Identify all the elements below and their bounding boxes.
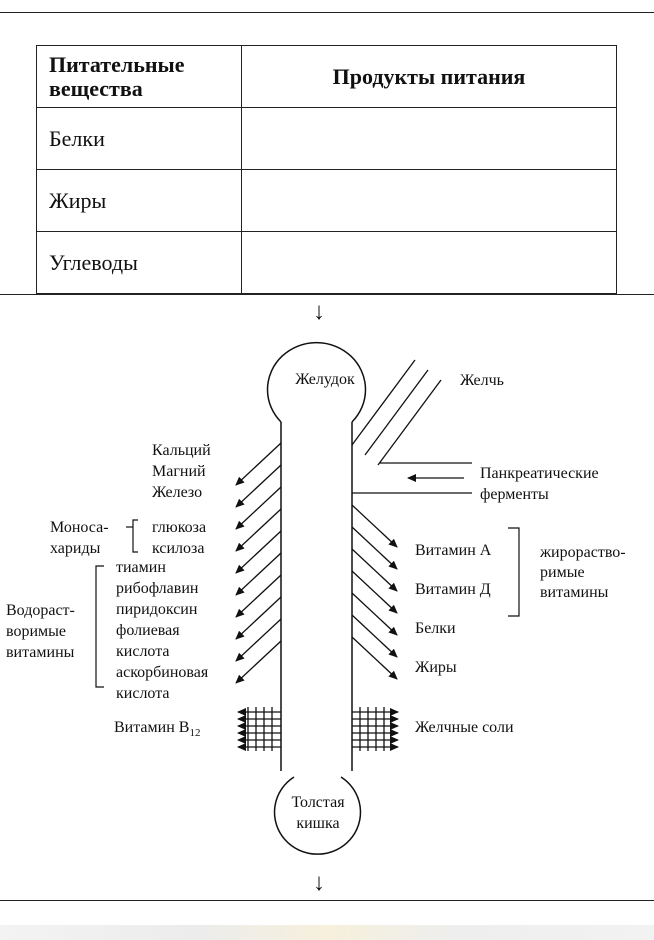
bottom-flow-arrow: ↓ xyxy=(313,870,325,896)
fats-label: Жиры xyxy=(415,659,457,676)
vitamin-b12-label: Витамин B12 xyxy=(114,719,200,739)
header-foods: Продукты питания xyxy=(241,45,617,108)
nutrient-cell: Жиры xyxy=(36,169,242,232)
bile-duct-3 xyxy=(377,379,442,466)
vitamin-b12-grid xyxy=(237,707,281,751)
monosaccharides-label-1: Моноса- xyxy=(50,519,109,536)
proteins-label: Белки xyxy=(415,620,456,637)
right-arrow-6 xyxy=(351,614,398,658)
top-rule xyxy=(0,12,654,13)
monosaccharide-glucose: глюкоза xyxy=(152,519,206,536)
cropped-next-line xyxy=(0,925,654,940)
mineral-calcium: Кальций xyxy=(152,442,211,459)
vitamin-folic-2: кислота xyxy=(116,643,170,660)
bile-label: Желчь xyxy=(460,372,504,389)
vitamin-pyridoxine: пиридоксин xyxy=(116,601,198,618)
left-arrow-2 xyxy=(235,464,282,508)
bile-salts-grid xyxy=(352,707,399,751)
nutrient-cell: Белки xyxy=(36,107,242,170)
water-soluble-bracket xyxy=(95,565,104,688)
vitamin-riboflavin: рибофлавин xyxy=(116,580,199,597)
colon-shape xyxy=(273,776,362,855)
fat-soluble-label-3: витамины xyxy=(540,584,609,601)
header-nutrients: Питательные вещества xyxy=(36,45,242,108)
right-absorption-arrows xyxy=(351,504,398,680)
mineral-magnesium: Магний xyxy=(152,463,206,480)
left-arrow-4 xyxy=(235,508,282,552)
table-row: Белки xyxy=(36,107,617,170)
middle-rule xyxy=(0,294,654,295)
vitamin-a: Витамин А xyxy=(415,542,492,559)
table-row: Углеводы xyxy=(36,231,617,294)
foods-cell[interactable] xyxy=(241,169,617,232)
pancreatic-label-2: ферменты xyxy=(480,486,549,503)
colon-label-2: кишка xyxy=(296,815,339,832)
vitamin-ascorbic-1: аскорбиновая xyxy=(116,664,209,681)
bile-duct-2 xyxy=(364,369,429,456)
fat-soluble-bracket xyxy=(508,527,520,617)
pancreatic-label-1: Панкреатические xyxy=(480,465,599,482)
fat-soluble-label-2: римые xyxy=(540,564,585,581)
stomach-label: Желудок xyxy=(295,371,355,388)
monosaccharides-bracket xyxy=(132,519,138,553)
left-absorption-arrows xyxy=(235,442,282,684)
bile-salts-label: Желчные соли xyxy=(415,719,514,736)
right-arrow-4 xyxy=(351,570,398,614)
bile-duct-1 xyxy=(351,359,416,446)
table-row: Жиры xyxy=(36,169,617,232)
vitamin-d: Витамин Д xyxy=(415,581,491,598)
left-arrow-9 xyxy=(235,618,282,662)
right-arrow-3 xyxy=(351,548,398,592)
bottom-rule xyxy=(0,900,654,901)
table-header-row: Питательные вещества Продукты питания xyxy=(36,45,617,108)
left-arrow-10 xyxy=(235,640,282,684)
foods-cell[interactable] xyxy=(241,107,617,170)
nutrients-table: Питательные вещества Продукты питания Бе… xyxy=(36,45,617,294)
top-flow-arrow: ↓ xyxy=(313,299,325,325)
water-soluble-label-3: витамины xyxy=(6,644,75,661)
right-arrow-5 xyxy=(351,592,398,636)
digestion-diagram: ↓ ↓ Желудок Толстая кишка Желчь Панкреат… xyxy=(6,299,626,896)
monosaccharides-label-2: хариды xyxy=(50,540,101,557)
left-arrow-1 xyxy=(235,442,282,486)
mineral-iron: Железо xyxy=(152,484,202,501)
left-arrow-7 xyxy=(235,574,282,618)
left-arrow-6 xyxy=(235,552,282,596)
water-soluble-label-1: Водораст- xyxy=(6,602,75,619)
right-arrow-7 xyxy=(351,636,398,680)
fat-soluble-label-1: жирораство- xyxy=(539,544,626,561)
left-arrow-8 xyxy=(235,596,282,640)
left-arrow-3 xyxy=(235,486,282,530)
nutrient-cell: Углеводы xyxy=(36,231,242,294)
water-soluble-label-2: воримые xyxy=(6,623,66,640)
stomach-shape xyxy=(266,341,367,423)
right-arrow-1 xyxy=(351,504,398,548)
vitamin-thiamine: тиамин xyxy=(116,559,166,576)
vitamin-ascorbic-2: кислота xyxy=(116,685,170,702)
foods-cell[interactable] xyxy=(241,231,617,294)
monosaccharide-xylose: ксилоза xyxy=(152,540,204,557)
right-arrow-2 xyxy=(351,526,398,570)
left-arrow-5 xyxy=(235,530,282,574)
colon-label-1: Толстая xyxy=(291,794,345,811)
vitamin-folic-1: фолиевая xyxy=(116,622,180,639)
